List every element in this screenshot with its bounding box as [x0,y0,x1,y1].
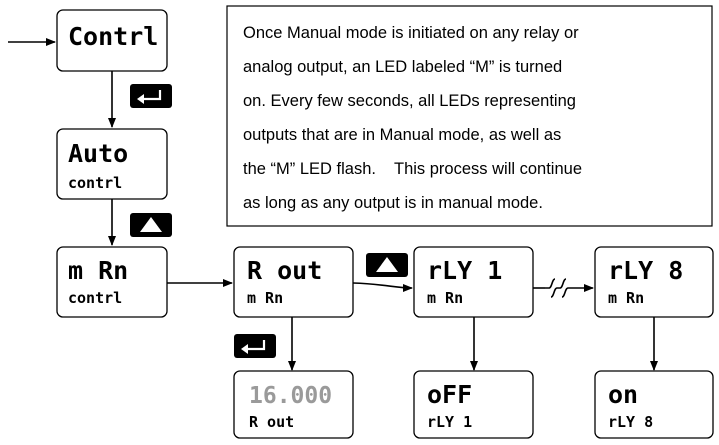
display-relay8-line2: m Rn [608,289,644,307]
display-control: Contrl [56,9,168,72]
display-relay1-line2: m Rn [427,289,463,307]
display-a-out-value: 16.000 R out [233,370,354,439]
note-line-2: analog output, an LED labeled “M” is tur… [243,58,562,76]
display-relay1: rLY 1 m Rn [413,246,534,318]
display-relay1-line1: rLY 1 [427,256,502,285]
note-line-6: as long as any output is in manual mode. [243,194,543,212]
display-relay1-value-line1: oFF [427,380,472,409]
display-auto-line2: contrl [68,174,122,192]
display-manual-line2: contrl [68,289,122,307]
enter-icon-aout[interactable] [234,334,276,358]
display-a-out-line2: m Rn [247,289,283,307]
display-relay8-value: on rLY 8 [594,370,714,439]
display-relay8-value-line2: rLY 8 [608,413,653,431]
display-a-out-value-line2: R out [249,413,294,431]
note-line-4: outputs that are in Manual mode, as well… [243,126,561,144]
enter-icon[interactable] [130,84,172,108]
display-control-line1: Contrl [68,22,158,51]
note-line-1: Once Manual mode is initiated on any rel… [243,24,579,42]
display-a-out: R out m Rn [233,246,354,318]
note-line-5: the “M” LED flash. This process will con… [243,160,582,178]
display-a-out-value-line1: 16.000 [249,383,332,409]
up-arrow-icon-aout[interactable] [366,253,408,277]
display-manual: m Rn contrl [56,246,168,318]
display-auto: Auto contrl [56,128,168,200]
display-relay8-line1: rLY 8 [608,256,683,285]
display-relay1-value-line2: rLY 1 [427,413,472,431]
display-relay8: rLY 8 m Rn [594,246,714,318]
display-manual-line1: m Rn [68,256,128,285]
note-line-3: on. Every few seconds, all LEDs represen… [243,92,576,110]
display-relay8-value-line1: on [608,380,638,409]
note-box: Once Manual mode is initiated on any rel… [226,5,713,227]
arrow-aout-to-relay1 [352,282,413,292]
display-a-out-line1: R out [247,256,322,285]
break-symbol [545,278,569,298]
display-auto-line1: Auto [68,139,128,168]
display-relay1-value: oFF rLY 1 [413,370,534,439]
up-arrow-icon[interactable] [130,213,172,237]
